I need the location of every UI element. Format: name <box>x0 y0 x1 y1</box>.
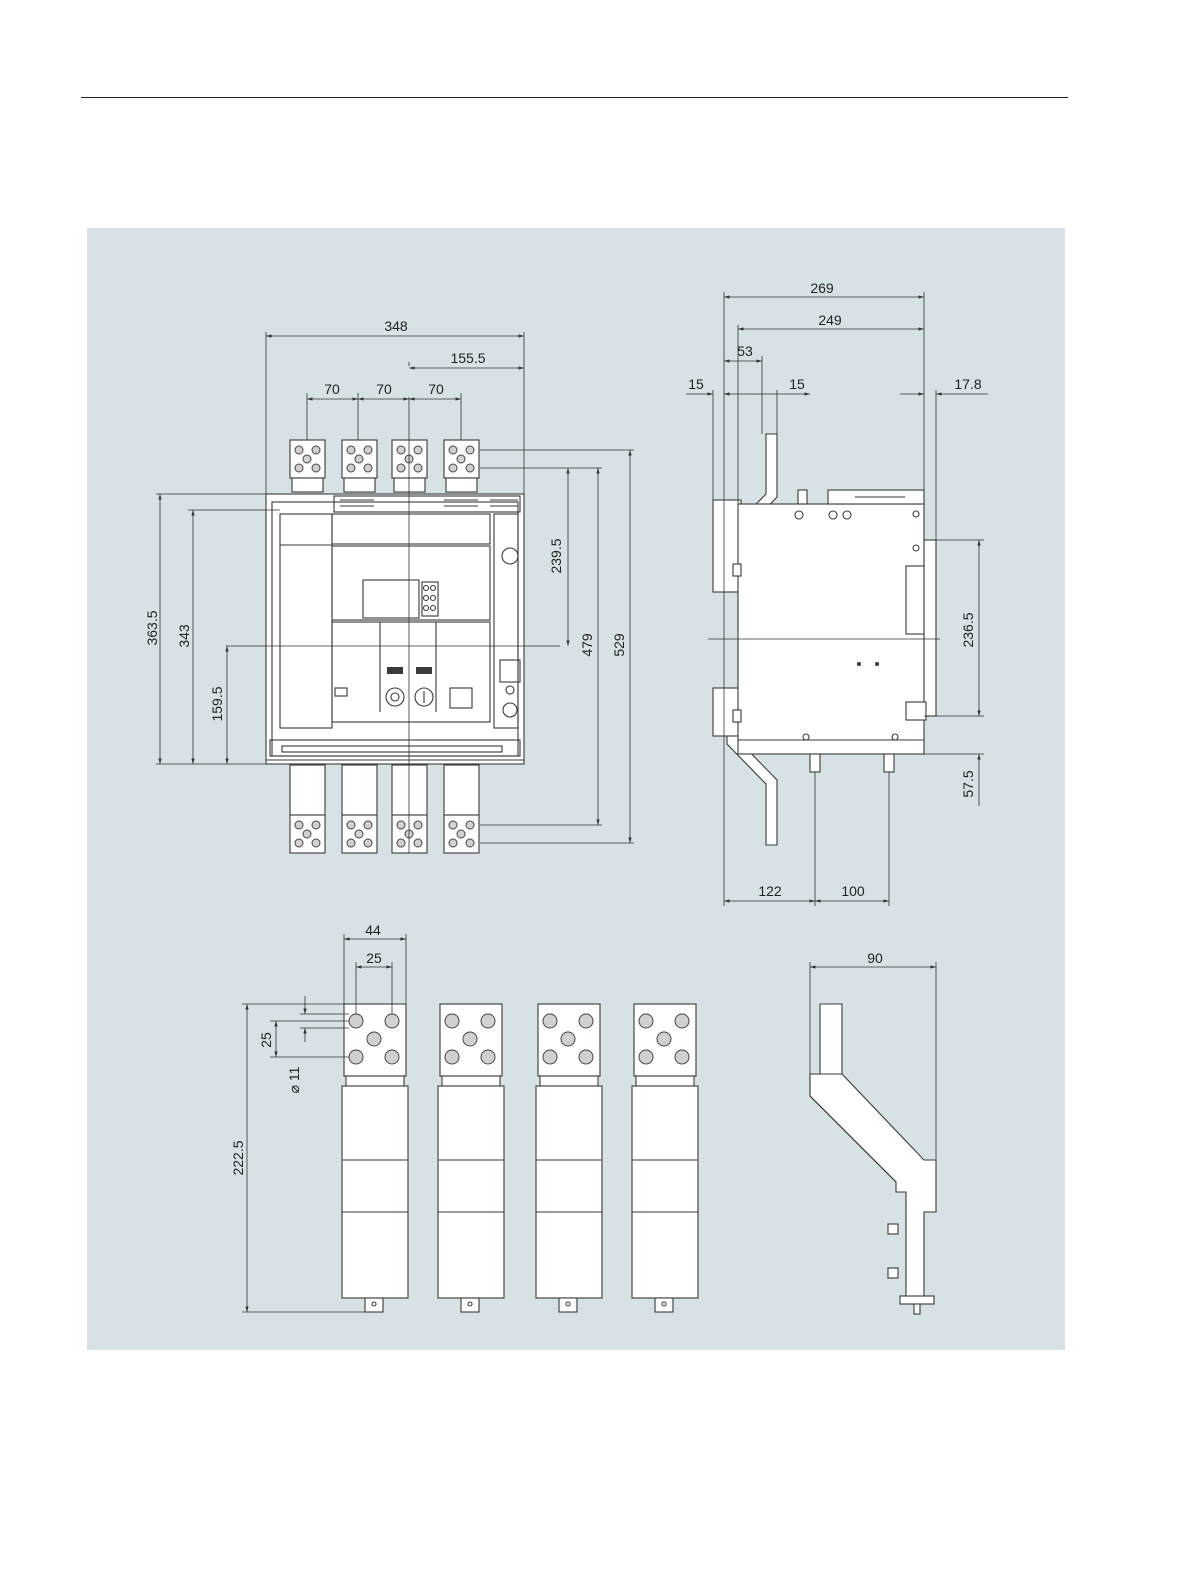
dim-25-horizontal: 25 <box>366 950 382 966</box>
dim-122: 122 <box>758 883 782 899</box>
dim-70-c: 70 <box>428 381 444 397</box>
dim-479: 479 <box>579 633 595 657</box>
dim-70-b: 70 <box>376 381 392 397</box>
dim-236-5: 236.5 <box>960 612 976 647</box>
front-view <box>226 397 560 853</box>
side-view <box>708 434 940 845</box>
dim-159-5: 159.5 <box>209 686 225 721</box>
dim-44: 44 <box>365 922 381 938</box>
terminal-1 <box>342 1004 408 1312</box>
dim-100: 100 <box>841 883 865 899</box>
terminal-detail <box>342 1004 698 1312</box>
dim-529: 529 <box>611 633 627 657</box>
dim-90: 90 <box>867 950 883 966</box>
bottom-terminals <box>290 765 479 853</box>
terminal-3 <box>536 1004 602 1312</box>
dim-363-5: 363.5 <box>144 610 160 645</box>
dim-70-a: 70 <box>324 381 340 397</box>
terminal-4 <box>632 1004 698 1312</box>
dim-155-5: 155.5 <box>450 350 485 366</box>
dim-239-5: 239.5 <box>548 538 564 573</box>
dim-15-right: 15 <box>789 376 805 392</box>
dim-57-5: 57.5 <box>960 770 976 797</box>
dim-53: 53 <box>737 343 753 359</box>
dim-222-5: 222.5 <box>230 1140 246 1175</box>
dim-diameter-11: ⌀ 11 <box>286 1066 302 1093</box>
dim-348: 348 <box>384 318 408 334</box>
dim-343: 343 <box>176 624 192 648</box>
dim-269: 269 <box>810 280 834 296</box>
dim-15-left: 15 <box>688 376 704 392</box>
dim-25-vertical: 25 <box>258 1032 274 1048</box>
dim-17-8: 17.8 <box>954 376 981 392</box>
terminal-2 <box>438 1004 504 1312</box>
breaker-body <box>266 494 524 764</box>
terminal-side-view <box>810 1004 936 1314</box>
dim-249: 249 <box>818 312 842 328</box>
